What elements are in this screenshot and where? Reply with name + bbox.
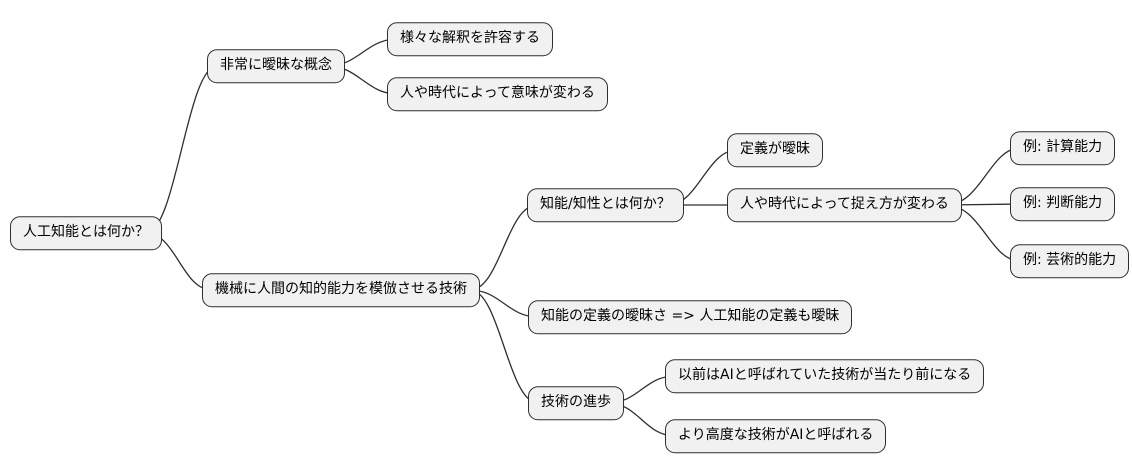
node-example-judgment: 例: 判断能力 <box>1010 187 1116 221</box>
node-what-is-intelligence: 知能/知性とは何か？ <box>527 188 684 222</box>
node-perception-changes: 人や時代によって捉え方が変わる <box>727 188 962 222</box>
node-vague-definition-ai: 知能の定義の曖昧さ => 人工知能の定義も曖昧 <box>528 300 853 334</box>
edge-mimic-tech-to-what-is-intelligence <box>469 204 538 291</box>
node-meaning-changes: 人や時代によって意味が変わる <box>387 77 608 111</box>
node-former-ai-common: 以前はAIと呼ばれていた技術が当たり前になる <box>665 359 985 393</box>
edge-root-to-vague-concept <box>145 65 218 234</box>
node-advanced-called-ai: より高度な技術がAIと呼ばれる <box>665 419 887 453</box>
node-root: 人工知能とは何か？ <box>10 216 162 250</box>
node-tech-progress: 技術の進歩 <box>528 386 624 420</box>
node-vague-concept: 非常に曖昧な概念 <box>207 49 345 83</box>
node-mimic-tech: 機械に人間の知的能力を模倣させる技術 <box>202 273 480 307</box>
node-definition-vague: 定義が曖昧 <box>727 133 823 167</box>
node-example-calculation: 例: 計算能力 <box>1010 131 1116 165</box>
node-various-interpretations: 様々な解釈を許容する <box>387 22 553 56</box>
node-example-artistic: 例: 芸術的能力 <box>1010 244 1130 278</box>
